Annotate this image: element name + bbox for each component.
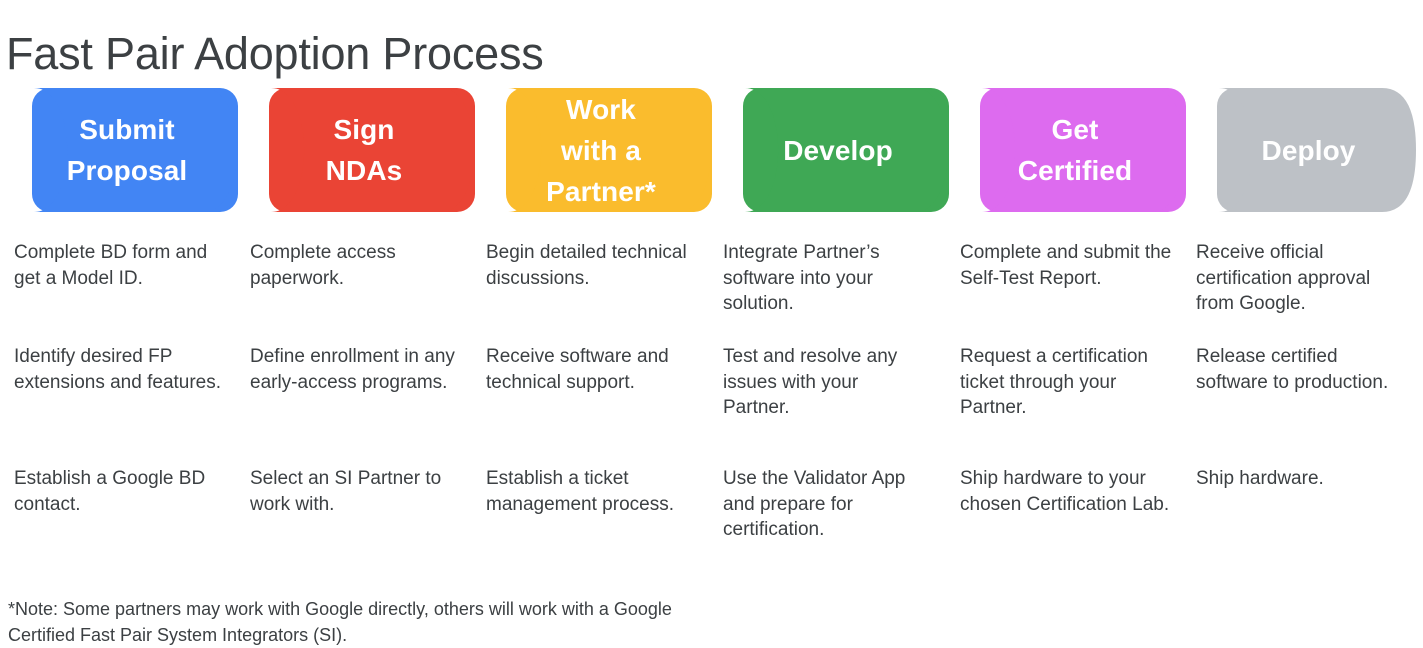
chevron-shape-icon — [32, 88, 238, 212]
chevron-shape-icon — [506, 88, 712, 212]
stage-chevron-deploy[interactable]: Deploy — [1185, 88, 1416, 212]
detail-item: Select an SI Partner to work with. — [250, 468, 442, 515]
stage-chevron-develop[interactable]: Develop — [711, 88, 949, 212]
stage-chevron-submit-proposal[interactable]: Submit Proposal — [0, 88, 238, 212]
footnote: *Note: Some partners may work with Googl… — [8, 599, 672, 645]
stage-label: Develop — [783, 134, 893, 166]
stage-label: Work with a Partner* — [546, 93, 656, 207]
chevron-shape-icon — [980, 88, 1186, 212]
detail-item: Test and resolve any issues with your Pa… — [723, 346, 898, 418]
detail-item: Complete BD form and get a Model ID. — [14, 242, 208, 289]
detail-item: Complete access paperwork. — [250, 242, 396, 289]
detail-grid: Complete BD form and get a Model ID. Iden… — [0, 240, 1423, 550]
stage-chevron-sign-ndas[interactable]: Sign NDAs — [237, 88, 475, 212]
detail-item: Begin detailed technical discussions. — [486, 242, 687, 289]
chevron-shape-icon — [743, 88, 949, 212]
detail-item: Receive software and technical support. — [486, 346, 669, 393]
detail-item: Receive official certification approval … — [1196, 242, 1371, 314]
stage-chevron-get-certified[interactable]: Get Certified — [948, 88, 1186, 212]
detail-item: Define enrollment in any early-access pr… — [250, 346, 455, 393]
detail-item: Identify desired FP extensions and featu… — [14, 346, 222, 393]
stage-label: Get Certified — [1017, 114, 1133, 186]
stage-chevron-work-with-a-partner[interactable]: Work with a Partner* — [474, 88, 712, 212]
detail-item: Release certified software to production… — [1196, 346, 1389, 393]
stage-label: Deploy — [1261, 134, 1356, 166]
detail-item: Use the Validator App and prepare for ce… — [723, 468, 906, 540]
detail-item: Establish a ticket management process. — [486, 468, 674, 515]
chevron-shape-icon — [269, 88, 475, 212]
detail-item: Establish a Google BD contact. — [14, 468, 206, 515]
stage-banner: Submit Proposal Sign NDAs Work with a Part… — [0, 88, 1423, 212]
detail-item: Ship hardware to your chosen Certificati… — [960, 468, 1170, 515]
page-title: Fast Pair Adoption Process — [6, 28, 544, 80]
detail-item: Integrate Partner’s software into your s… — [723, 242, 880, 314]
detail-item: Complete and submit the Self-Test Report… — [960, 242, 1172, 289]
detail-item: Ship hardware. — [1196, 468, 1324, 489]
detail-item: Request a certification ticket through y… — [960, 346, 1148, 418]
stage-label: Submit Proposal — [66, 114, 188, 186]
chevron-shape-icon — [1217, 88, 1416, 212]
stage-label: Sign NDAs — [325, 114, 403, 186]
